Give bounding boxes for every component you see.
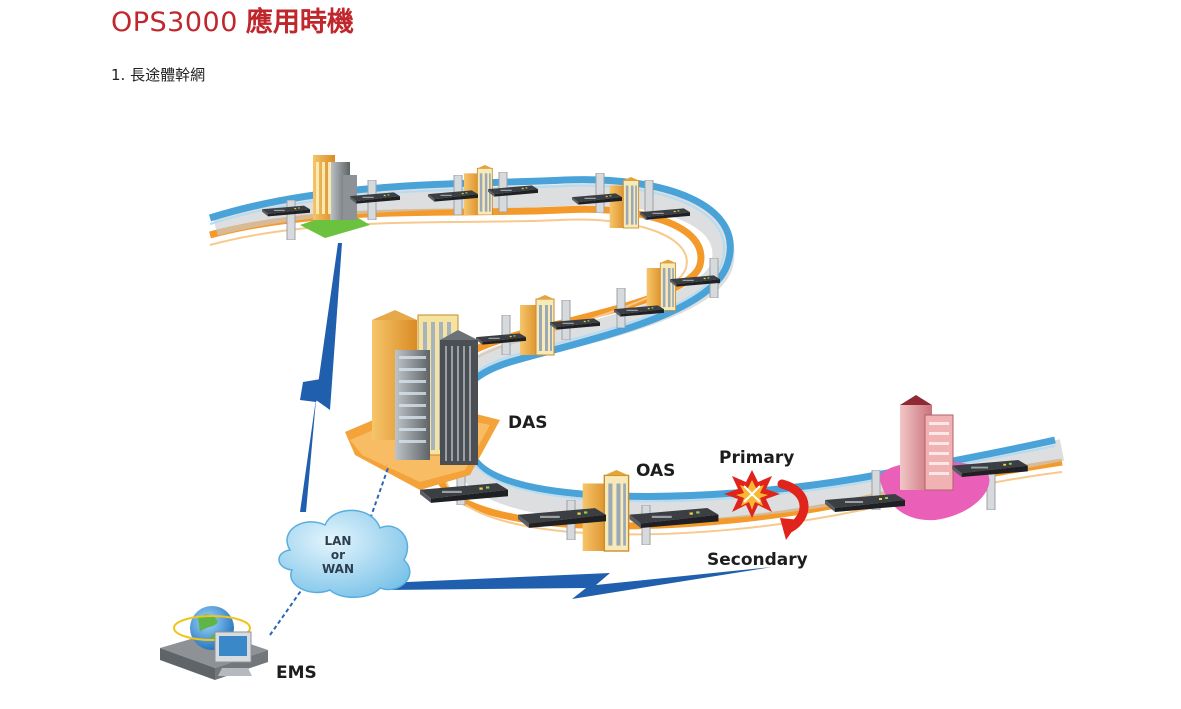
section-heading: 1. 長途體幹網 — [111, 66, 206, 84]
lan-wan-cloud: LAN or WAN — [278, 509, 411, 598]
cloud-label-line3: WAN — [322, 562, 354, 576]
secondary-label: Secondary — [707, 550, 808, 570]
title-text: 應用時機 — [245, 7, 354, 38]
oas-label: OAS — [636, 461, 675, 481]
das-label: DAS — [508, 413, 548, 433]
network-links — [269, 243, 772, 636]
cloud-label-line2: or — [331, 548, 345, 562]
primary-label: Primary — [719, 448, 794, 468]
ems-workstation — [160, 606, 268, 680]
cloud-label-line1: LAN — [325, 534, 352, 548]
title-model: OPS3000 — [111, 7, 238, 38]
das-site — [345, 310, 500, 490]
switchover-arrow-icon — [777, 479, 809, 540]
failure-burst-icon — [724, 470, 780, 518]
site-west — [300, 155, 370, 238]
ems-label: EMS — [276, 663, 317, 683]
